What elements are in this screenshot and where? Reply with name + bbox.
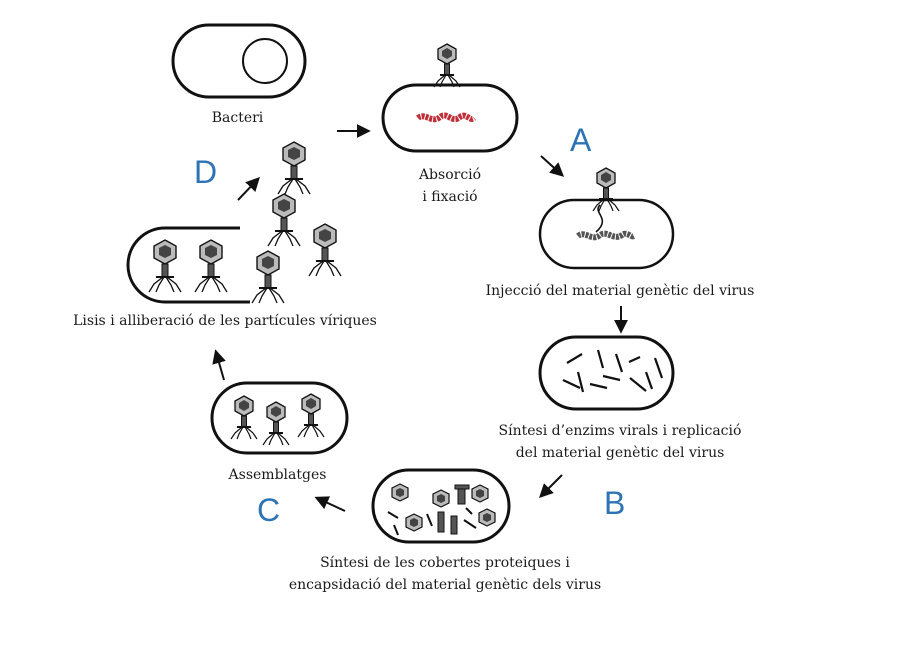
absorption-cell [381, 43, 519, 153]
replication-cell [538, 335, 675, 411]
lysis-label: Lisis i alliberació de les partícules ví… [73, 313, 377, 329]
synthesis-label-line1: Síntesi d’enzims virals i replicació [498, 423, 742, 439]
lysis-cell [126, 226, 250, 304]
arrow-to-lysis [212, 349, 226, 381]
letter-d: D [194, 154, 218, 190]
released-phages [251, 141, 342, 304]
assembly-cell [210, 381, 349, 455]
assembly-label: Assemblatges [228, 467, 327, 483]
capsid-synthesis-cell [371, 468, 511, 544]
bacterium-cell [171, 23, 307, 99]
arrow-to-release [237, 176, 260, 201]
synthesis-label-line2: del material genètic del virus [515, 445, 725, 461]
injection-cell [538, 167, 675, 270]
arrow-to-injection [540, 155, 565, 177]
letter-a: A [570, 122, 592, 158]
injection-label: Injecció del material genètic del virus [485, 283, 755, 299]
letter-c: C [257, 492, 281, 528]
bacteria-label: Bacteri [211, 110, 264, 126]
absorption-label-line1: Absorció [418, 167, 482, 183]
arrow-to-assembly [314, 496, 346, 512]
letter-b: B [604, 485, 626, 521]
absorption-label-line2: i fixació [422, 189, 478, 205]
capsid-label-line1: Síntesi de les cobertes proteiques i [320, 555, 570, 571]
capsid-label-line2: encapsidació del material genètic dels v… [288, 577, 602, 593]
arrow-to-capsid [539, 474, 563, 498]
